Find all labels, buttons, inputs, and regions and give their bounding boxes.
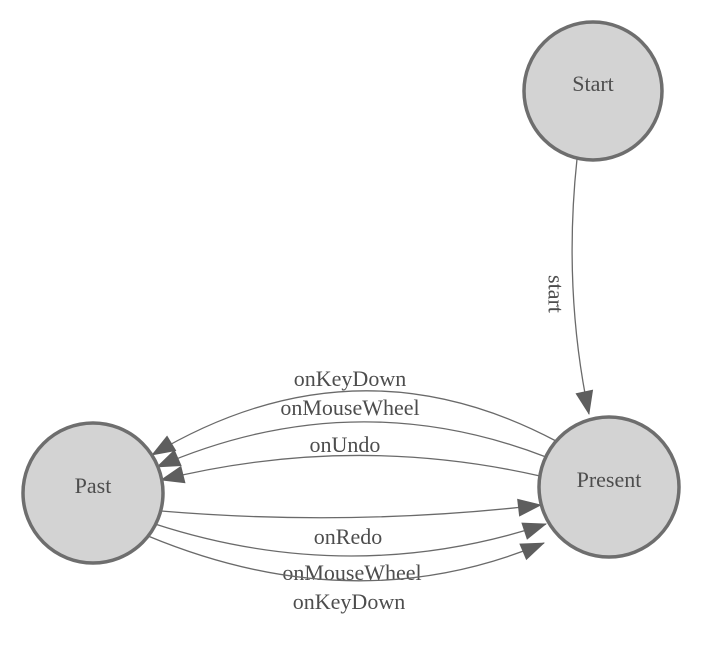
edge-label-onredo: onRedo xyxy=(314,524,382,549)
state-label-past: Past xyxy=(75,473,112,498)
edge-label-onmousewheel-top: onMouseWheel xyxy=(280,395,419,420)
edge-start-to-present[interactable] xyxy=(571,158,594,415)
edge-past-to-present-onmousewheel[interactable] xyxy=(154,522,547,557)
state-node-past[interactable]: Past xyxy=(21,421,165,565)
state-label-present: Present xyxy=(577,467,642,492)
edge-past-to-present-onkeydown[interactable] xyxy=(147,535,545,582)
edge-label-start: start xyxy=(544,275,569,313)
state-node-present[interactable]: Present xyxy=(537,415,681,559)
edge-past-to-present-onredo[interactable] xyxy=(160,498,542,519)
state-node-start[interactable]: Start xyxy=(522,20,664,162)
edge-present-to-past-onkeydown[interactable] xyxy=(151,390,557,456)
state-circle-present[interactable] xyxy=(537,415,681,559)
state-circle-start[interactable] xyxy=(522,20,664,162)
edge-layer: start onKeyDown onMouseWheel onUndo onRe… xyxy=(147,158,594,614)
edge-label-onkeydown-bottom: onKeyDown xyxy=(293,589,405,614)
edge-label-onundo: onUndo xyxy=(310,432,381,457)
edge-label-onkeydown-top: onKeyDown xyxy=(294,366,406,391)
edge-present-to-past-onmousewheel[interactable] xyxy=(156,421,547,468)
state-label-start: Start xyxy=(572,71,614,96)
edge-present-to-past-onundo[interactable] xyxy=(160,454,541,484)
state-circle-past[interactable] xyxy=(21,421,165,565)
node-layer: Start Present Past xyxy=(21,20,681,565)
